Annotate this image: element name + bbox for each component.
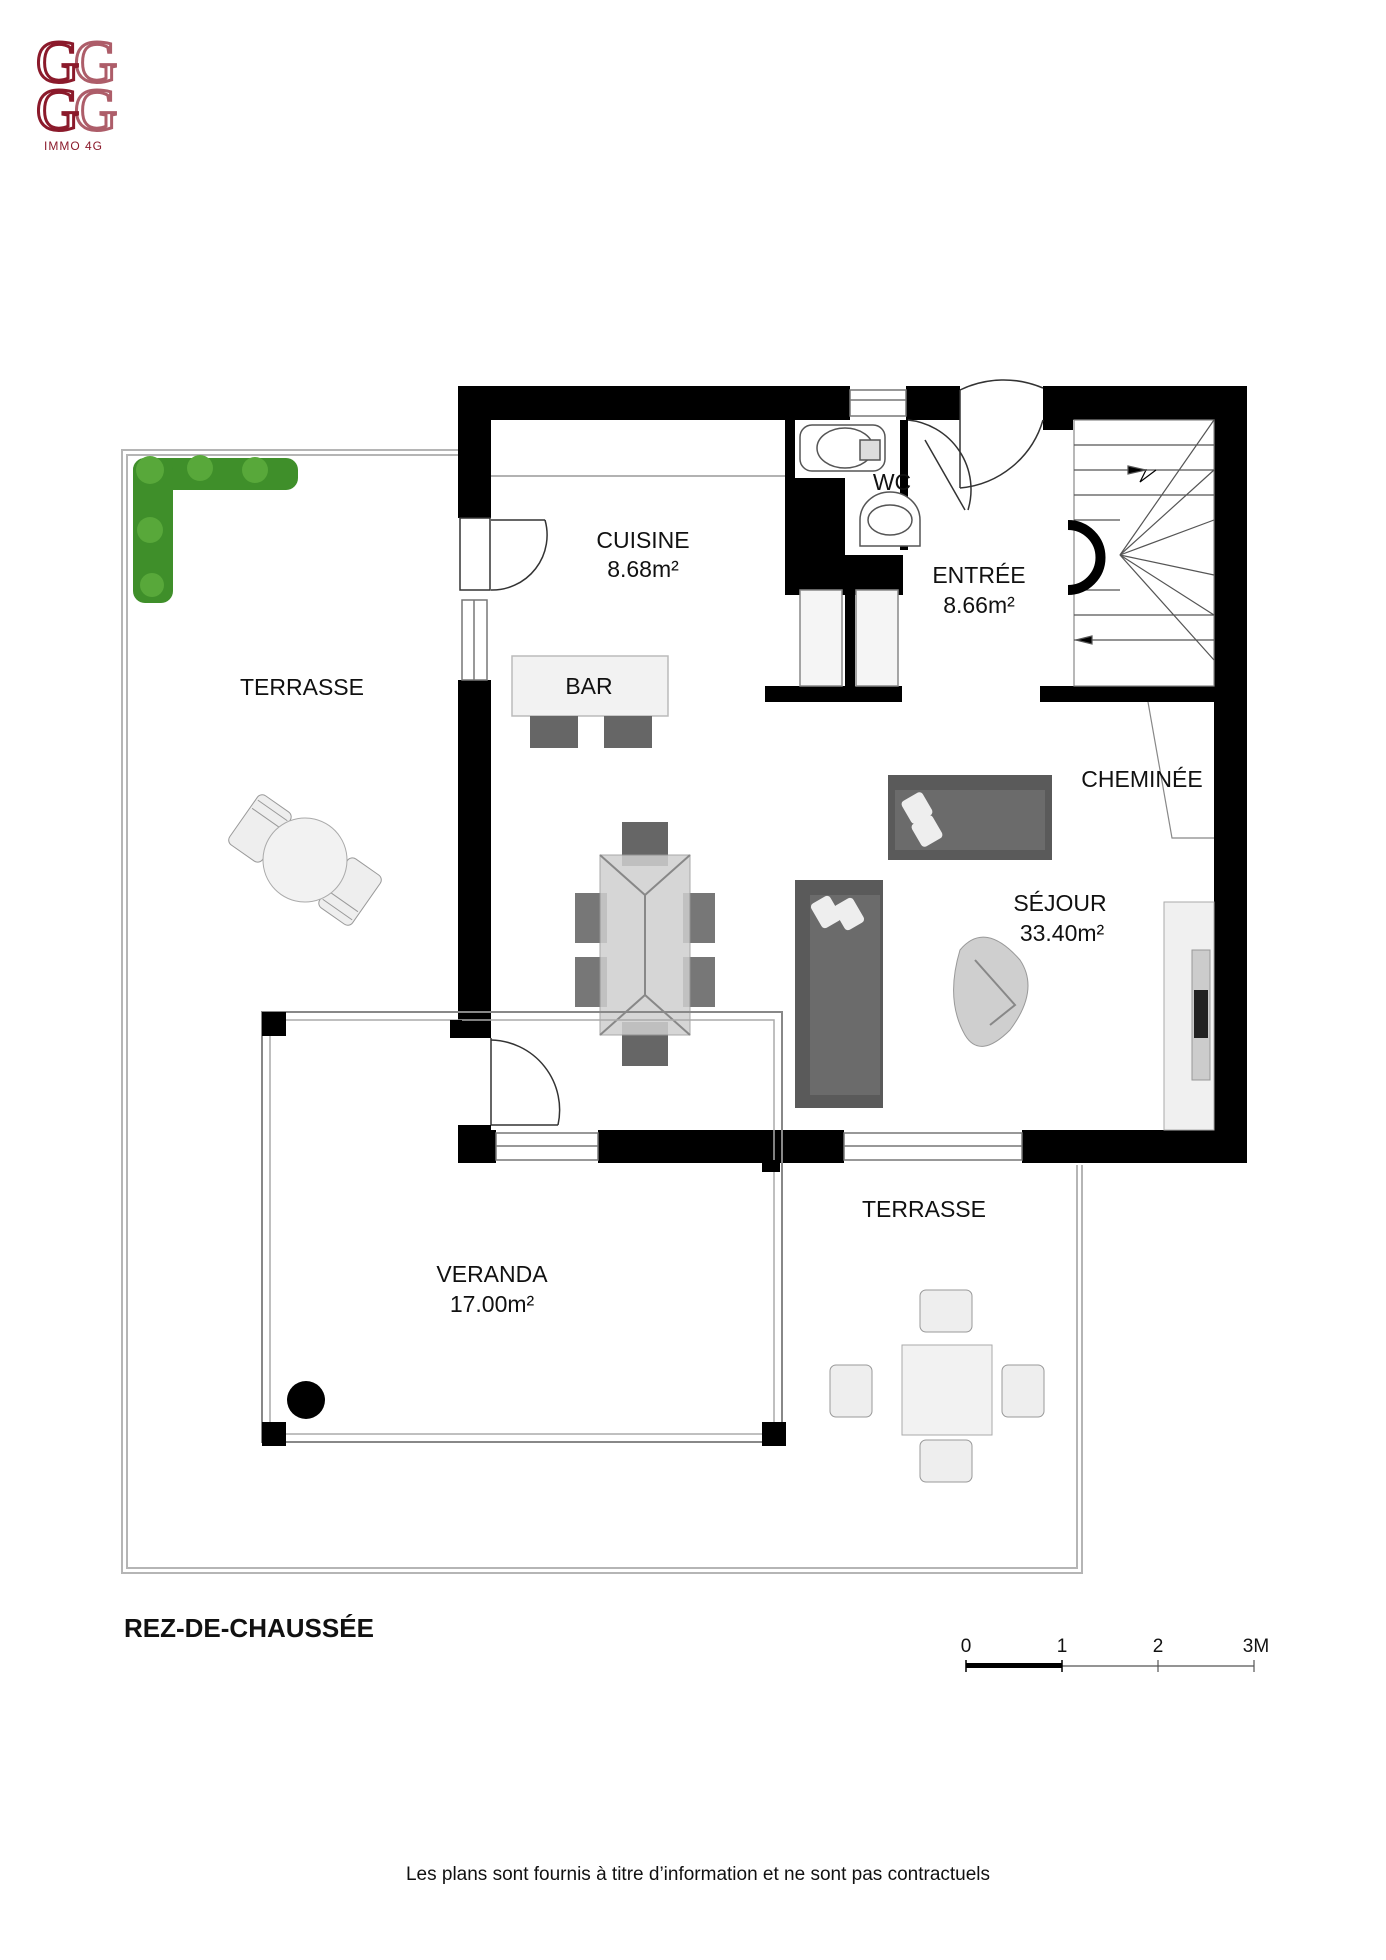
svg-text:G: G <box>36 77 79 143</box>
scale-label-1: 1 <box>1057 1636 1068 1657</box>
doors <box>459 379 1044 1126</box>
svg-text:G: G <box>74 29 117 95</box>
entree-area: 8.66m² <box>943 592 1015 618</box>
bar-counter <box>511 655 669 748</box>
svg-text:G: G <box>74 77 117 143</box>
sofa-horizontal <box>888 775 1052 860</box>
bar-name: BAR <box>565 673 612 699</box>
scale-bar: 0 1 2 3M <box>961 1636 1269 1672</box>
plant-hedge <box>133 455 298 603</box>
cheminee-name: CHEMINÉE <box>1081 766 1202 792</box>
windows <box>461 389 1023 1161</box>
staircase <box>1067 419 1215 687</box>
fireplace <box>1147 701 1215 1131</box>
plan-title: REZ-DE-CHAUSSÉE <box>124 1613 374 1643</box>
sejour-area: 33.40m² <box>1020 920 1105 946</box>
disclaimer: Les plans sont fournis à titre d’informa… <box>406 1864 990 1885</box>
terrace-outline <box>121 449 1083 1574</box>
terrasse-bottom-name: TERRASSE <box>862 1196 986 1222</box>
brand-name: IMMO 4G <box>44 139 103 153</box>
svg-text:G: G <box>36 29 79 95</box>
brand-logo: G G G G IMMO 4G <box>35 28 119 154</box>
terrasse-left-name: TERRASSE <box>240 674 364 700</box>
cuisine-area: 8.68m² <box>607 556 679 582</box>
wc-fixtures <box>799 424 921 687</box>
cuisine-name: CUISINE <box>596 527 689 553</box>
scale-label-2: 2 <box>1153 1636 1164 1657</box>
armchair <box>953 936 1029 1047</box>
room-labels: CUISINE 8.68m² WC ENTRÉE 8.66m² BAR CHEM… <box>240 469 1203 1317</box>
entree-name: ENTRÉE <box>932 562 1025 588</box>
wc-name: WC <box>873 469 911 495</box>
veranda-frame <box>261 1011 786 1446</box>
main-walls <box>458 386 1247 1163</box>
veranda-name: VERANDA <box>436 1261 548 1287</box>
sofa-vertical <box>795 880 883 1108</box>
terrace-table-square <box>829 1289 1045 1483</box>
dining-table <box>575 822 715 1066</box>
scale-label-3: 3M <box>1243 1636 1269 1657</box>
scale-label-0: 0 <box>961 1636 972 1657</box>
veranda-area: 17.00m² <box>450 1291 535 1317</box>
sejour-name: SÉJOUR <box>1013 890 1106 916</box>
terrace-table-round <box>228 794 382 926</box>
